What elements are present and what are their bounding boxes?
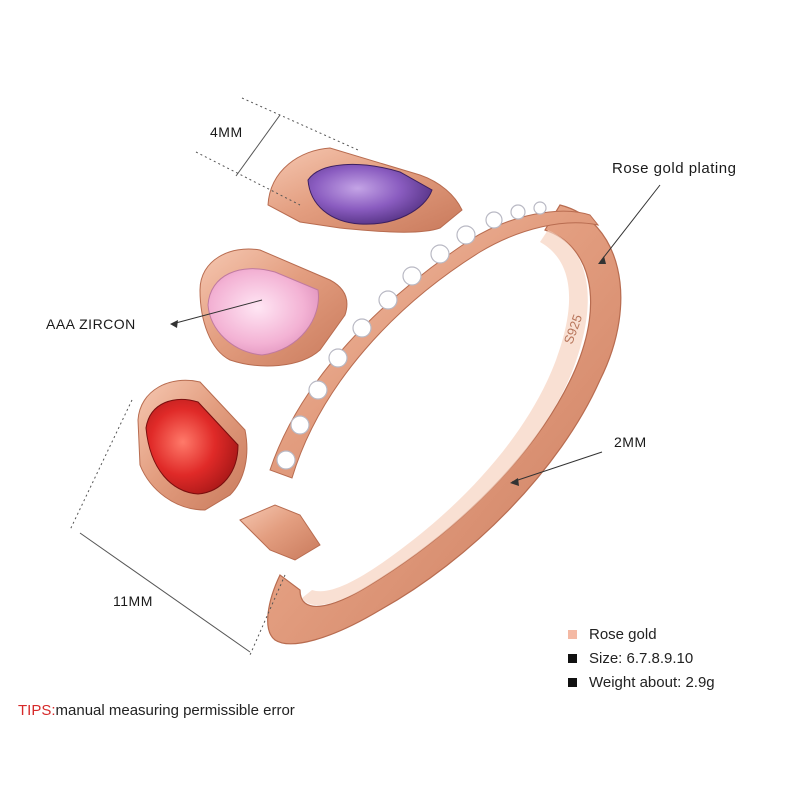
label-rose-gold-plating: Rose gold plating — [612, 160, 737, 177]
tips-note: TIPS:manual measuring permissible error — [18, 702, 295, 719]
pointer-plating — [599, 184, 661, 263]
label-aaa-zircon: AAA ZIRCON — [46, 316, 136, 332]
label-4mm: 4MM — [210, 124, 243, 140]
pink-zircon-stone — [207, 268, 319, 356]
small-zircon — [308, 380, 328, 400]
small-zircon — [510, 204, 526, 220]
label-2mm: 2MM — [614, 434, 647, 450]
small-zircon — [378, 290, 398, 310]
small-zircon — [533, 201, 547, 215]
legend-text: Weight about: 2.9g — [589, 673, 715, 691]
small-zircon — [456, 225, 476, 245]
ring-band — [267, 204, 622, 645]
pink-stone-setting — [199, 248, 348, 367]
legend-item: Rose gold — [568, 622, 715, 646]
arrow-head — [170, 320, 178, 328]
legend-swatch — [568, 629, 577, 639]
ring-band-inner — [302, 230, 588, 606]
legend-swatch — [568, 677, 577, 687]
star-charm — [239, 504, 321, 561]
legend-item: Size: 6.7.8.9.10 — [568, 646, 715, 670]
dimension-4mm — [195, 97, 359, 206]
legend-text: Rose gold — [589, 625, 657, 643]
red-stone-setting — [137, 379, 248, 511]
small-zircon — [328, 348, 348, 368]
pointer-zircon — [171, 299, 263, 325]
red-garnet-stone — [145, 398, 239, 495]
small-zircon — [290, 415, 310, 435]
legend-text: Size: 6.7.8.9.10 — [589, 649, 694, 667]
small-zircon — [352, 318, 372, 338]
legend-item: Weight about: 2.9g — [568, 670, 715, 694]
tips-text: manual measuring permissible error — [55, 702, 295, 719]
purple-stone-setting — [267, 147, 463, 233]
pointer-2mm — [511, 451, 603, 483]
legend-swatch — [568, 653, 577, 663]
arrow-head — [510, 478, 519, 486]
tips-prefix: TIPS: — [18, 702, 56, 719]
small-zircon-row — [276, 201, 547, 470]
dimension-11mm — [69, 399, 286, 656]
amethyst-stone — [307, 164, 433, 225]
small-zircon — [276, 450, 296, 470]
small-zircon — [430, 244, 450, 264]
label-11mm: 11MM — [113, 593, 153, 609]
small-zircon — [402, 266, 422, 286]
arrow-head — [598, 256, 606, 264]
small-zircon — [485, 211, 503, 229]
spec-legend: Rose gold Size: 6.7.8.9.10 Weight about:… — [568, 622, 715, 694]
